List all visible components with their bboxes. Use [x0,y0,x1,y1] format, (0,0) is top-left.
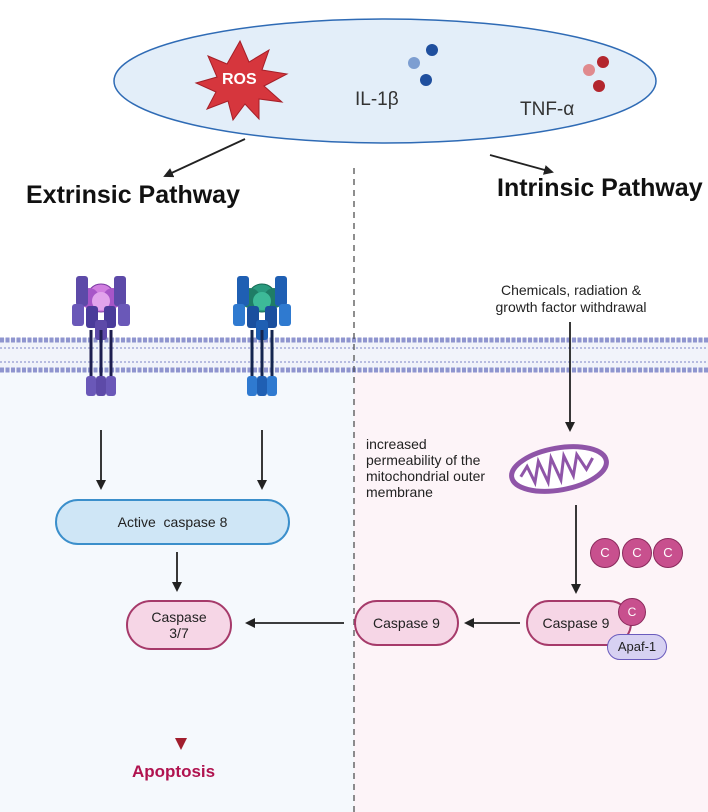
intrinsic-stimulus-text: Chemicals, radiation & growth factor wit… [466,282,676,316]
complex-cyt-c-node: C [618,598,646,626]
apaf1-label: Apaf-1 [617,639,657,654]
apoptosis-arrowhead [175,738,187,750]
cyt-c-node-1: C [590,538,620,568]
tnfa-molecules-icon [583,56,609,92]
arrow-to-intrinsic [489,154,554,175]
extrinsic-pathway-title: Extrinsic Pathway [26,181,240,209]
stimulus-ellipse [113,18,657,144]
caspase9-complex-label: Caspase 9 [542,615,610,631]
intrinsic-pathway-title: Intrinsic Pathway [497,174,703,202]
caspase9-label: Caspase 9 [373,615,440,631]
cyt-c-node-2: C [622,538,652,568]
permeability-line-4: membrane [366,484,433,500]
apoptosis-label: Apoptosis [132,762,216,781]
caspase37-line-1: Caspase [151,609,207,625]
active-caspase8-label: Active caspase 8 [117,514,228,530]
cyt-c-node-3: C [653,538,683,568]
death-receptor-purple-icon [72,276,130,396]
mitochondrion-icon [509,444,609,494]
death-receptor-blue-icon [233,276,291,396]
permeability-line-1: increased [366,436,427,452]
tnfa-label: TNF-α [520,99,575,120]
complex-cyt-c-label: C [627,605,637,619]
cyt-c-label-3: C [663,545,673,560]
permeability-note: increased permeability of the mitochondr… [366,436,485,500]
permeability-line-2: permeability of the [366,452,481,468]
caspase9-node: Caspase 9 [354,600,459,646]
ros-label: ROS [222,71,257,88]
extracellular-left-pane [0,372,354,812]
permeability-line-3: mitochondrial outer [366,468,486,484]
il1b-label: IL-1β [355,89,399,110]
stimulus-line-2: growth factor withdrawal [495,299,647,315]
cyt-c-label-2: C [632,545,642,560]
ros-burst-icon [194,39,289,122]
active-caspase8-node: Active caspase 8 [55,499,290,545]
caspase9-complex-node: Caspase 9 [526,600,632,646]
arrow-to-extrinsic [163,138,246,178]
cyt-c-label-1: C [600,545,610,560]
caspase37-line-2: 3/7 [169,625,189,641]
apaf1-node: Apaf-1 [607,634,667,660]
il1b-molecules-icon [408,44,438,86]
caspase37-node: Caspase 3/7 [126,600,232,650]
intracellular-right-pane [354,372,708,812]
stimulus-line-1: Chemicals, radiation & [500,282,642,298]
